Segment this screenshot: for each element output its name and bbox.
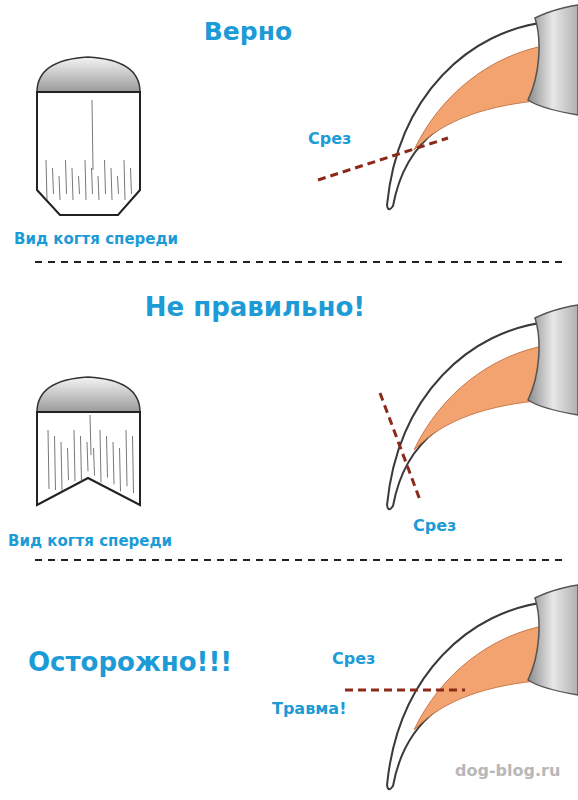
cut-label: Срез [413, 517, 456, 535]
section-heading: Не правильно! [145, 293, 365, 323]
texture-stroke [59, 176, 60, 200]
texture-stroke [87, 442, 88, 471]
texture-stroke [126, 430, 127, 486]
texture-stroke [120, 448, 121, 491]
separator [35, 261, 565, 263]
texture-stroke [100, 430, 101, 483]
texture-stroke [111, 168, 112, 200]
texture-stroke [105, 160, 106, 194]
view-caption: Вид когтя спереди [8, 533, 172, 550]
texture-stroke [131, 168, 132, 194]
cut-label: Срез [332, 650, 375, 668]
texture-stroke [66, 160, 67, 194]
texture-stroke [72, 168, 73, 200]
claw-front [37, 92, 140, 215]
view-caption: Вид когтя спереди [14, 231, 178, 248]
claw-side [387, 585, 578, 789]
claw-side [387, 305, 578, 509]
claw-cap [37, 57, 140, 92]
texture-stroke [68, 448, 69, 480]
texture-stroke [107, 436, 108, 477]
texture-stroke [113, 442, 114, 484]
texture-stroke [92, 100, 93, 170]
texture-stroke [81, 436, 82, 482]
texture-stroke [94, 448, 95, 476]
texture-stroke [98, 176, 99, 200]
separator [35, 559, 565, 561]
claw-cap [37, 377, 140, 412]
texture-stroke [90, 415, 91, 455]
claw-front [37, 412, 140, 505]
texture-stroke [53, 168, 54, 194]
texture-stroke [55, 436, 56, 490]
claw-side [387, 5, 578, 209]
texture-stroke [133, 436, 134, 493]
cut-label: Срез [308, 130, 351, 148]
watermark: dog-blog.ru [455, 762, 560, 780]
texture-stroke [85, 160, 86, 200]
texture-stroke [79, 176, 80, 194]
texture-stroke [124, 160, 125, 200]
cut-line [345, 689, 465, 692]
texture-stroke [61, 442, 62, 491]
texture-stroke [118, 176, 119, 194]
warning-label: Травма! [272, 700, 346, 718]
texture-stroke [74, 430, 75, 481]
texture-stroke [48, 430, 49, 489]
claw-texture [46, 100, 134, 493]
section-heading: Осторожно!!! [28, 648, 232, 678]
texture-stroke [46, 160, 47, 200]
cut-line [380, 393, 420, 500]
texture-stroke [92, 168, 93, 194]
section-heading: Верно [204, 18, 292, 47]
